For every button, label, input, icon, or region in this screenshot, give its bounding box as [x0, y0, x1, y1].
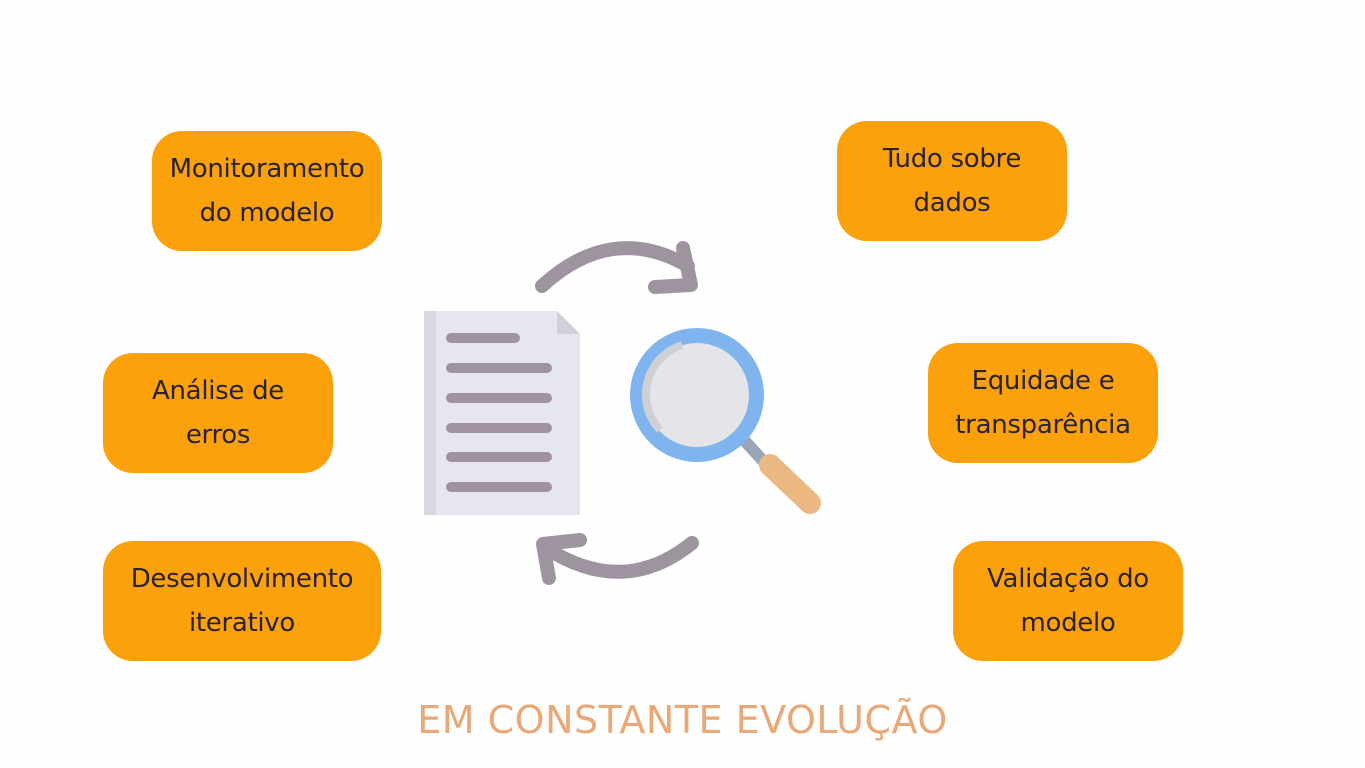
box-validacao-do-modelo: Validação do modelo: [953, 541, 1183, 661]
box-label: Tudo sobre dados: [882, 144, 1022, 218]
footer-title: EM CONSTANTE EVOLUÇÃO: [417, 698, 948, 742]
box-equidade-e-transparencia: Equidade e transparência: [928, 343, 1158, 463]
magnifying-glass-icon: [630, 328, 821, 514]
box-tudo-sobre-dados: Tudo sobre dados: [837, 121, 1067, 241]
box-desenvolvimento-iterativo: Desenvolvimento iterativo: [103, 541, 381, 661]
curved-arrow-left-icon: [536, 533, 699, 585]
box-label: Desenvolvimento iterativo: [130, 564, 354, 638]
curved-arrow-right-icon: [535, 241, 698, 294]
box-label: Equidade e transparência: [955, 366, 1131, 440]
box-label: Análise de erros: [152, 376, 284, 450]
document-icon: [424, 311, 580, 515]
box-label: Validação do modelo: [987, 564, 1149, 638]
box-monitoramento-do-modelo: Monitoramento do modelo: [152, 131, 382, 251]
box-analise-de-erros: Análise de erros: [103, 353, 333, 473]
box-label: Monitoramento do modelo: [169, 154, 365, 228]
